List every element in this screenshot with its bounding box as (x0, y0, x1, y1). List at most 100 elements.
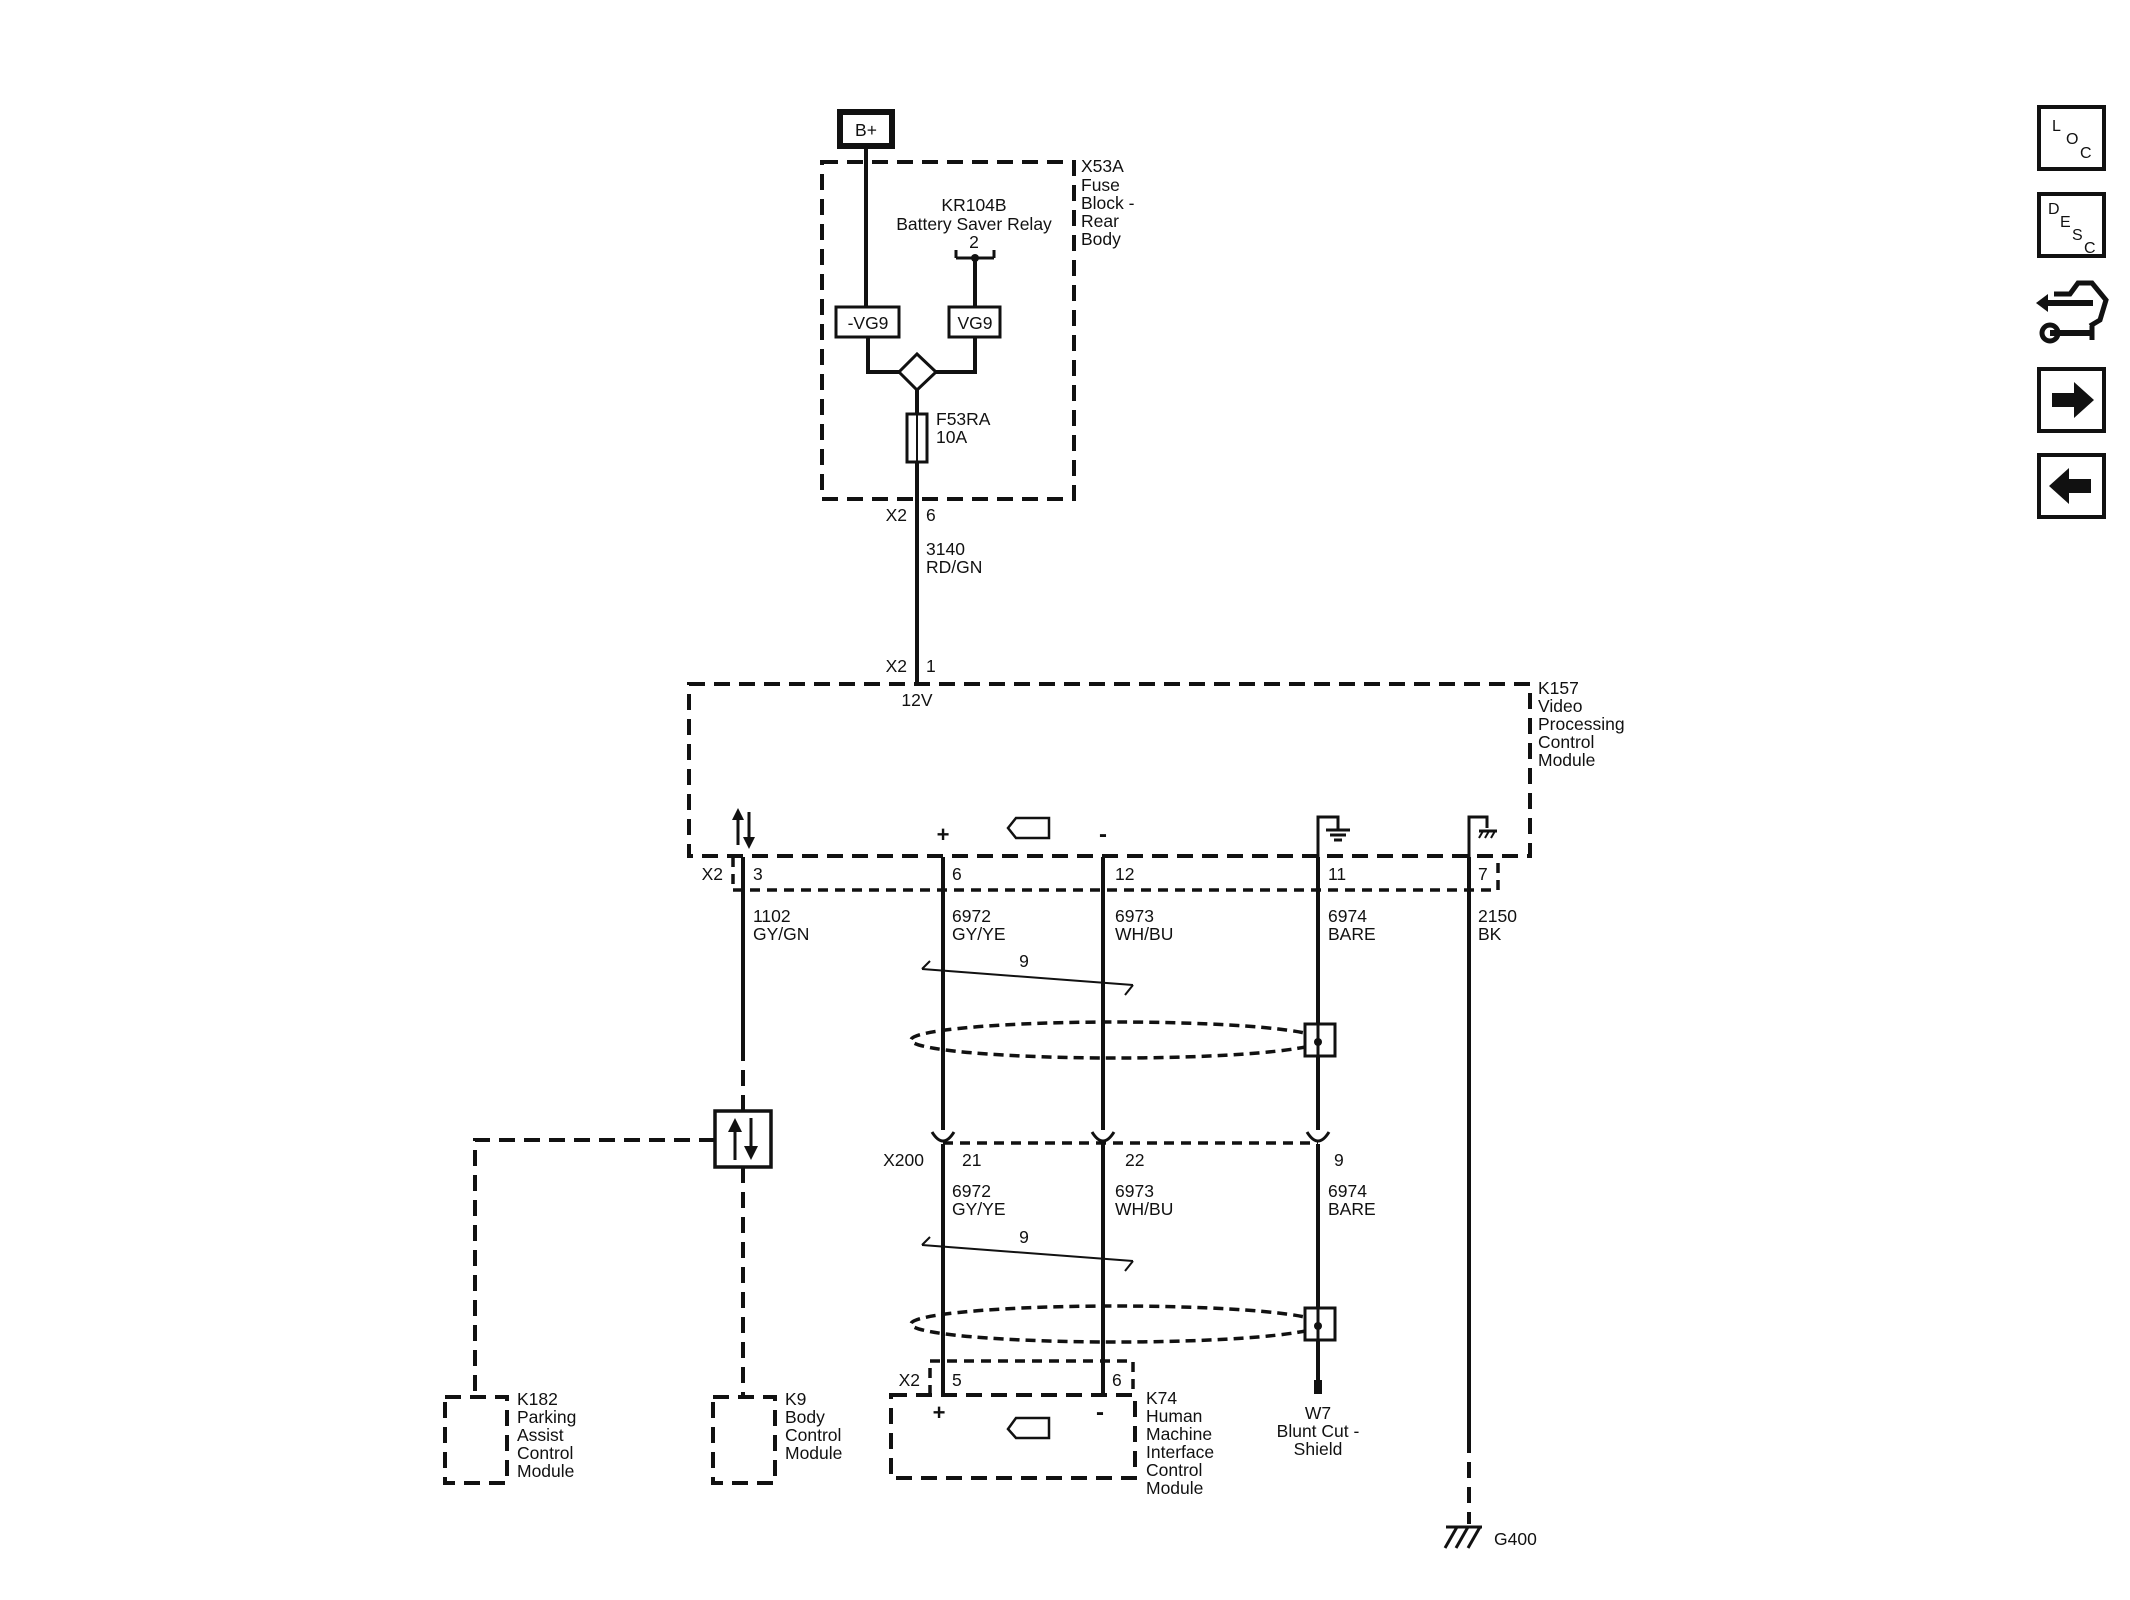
k74-video-icon (1006, 1416, 1051, 1440)
g400-ground-icon (1443, 1525, 1482, 1549)
wire-6973-upper-circuit: 6973 (1115, 906, 1154, 926)
back-arrow-icon (2049, 468, 2091, 504)
description-button[interactable]: D E S C (2037, 192, 2106, 258)
k157-connector-strip (733, 857, 1500, 892)
desc-letter-e: E (2060, 214, 2071, 231)
k157-desc-3: Control (1538, 732, 1594, 752)
k157-power-connector: X2 (886, 656, 907, 676)
wire-6972-lower-color: GY/YE (952, 1199, 1006, 1219)
fuse-block-desc-3: Rear (1081, 211, 1119, 231)
k157-pin-3: 3 (753, 864, 763, 884)
k157-power-pin: 1 (926, 656, 936, 676)
shield-drain-box-upper (1303, 1022, 1337, 1058)
twist-marker-lower-tick-left (921, 1236, 931, 1246)
x200-name: X200 (883, 1150, 924, 1170)
power-wire-color: RD/GN (926, 557, 982, 577)
k9-label: K9 Body Control Module (785, 1389, 842, 1463)
k74-connector-strip (928, 1359, 1135, 1395)
k74-pin-6: 6 (1112, 1370, 1122, 1390)
forward-arrow-icon (2052, 382, 2094, 418)
k182-outline (443, 1395, 509, 1485)
serial-data-to-k182 (473, 1138, 715, 1396)
top-connector-pin: 6 (926, 505, 936, 525)
shield-desc-2: Shield (1294, 1439, 1343, 1459)
k157-connector-name: X2 (702, 864, 723, 884)
k157-desc-1: Video (1538, 696, 1582, 716)
k9-name: K9 (785, 1389, 806, 1409)
fuse-block-desc-4: Body (1081, 229, 1121, 249)
loc-letter-c: C (2080, 145, 2092, 162)
video-signal-icon (1006, 816, 1051, 840)
k182-desc-3: Control (517, 1443, 573, 1463)
fuse-block-name: X53A (1081, 156, 1124, 176)
k157-label: K157 Video Processing Control Module (1538, 678, 1625, 770)
relay-vg9-box: VG9 (947, 305, 1002, 339)
twist-marker-lower (921, 1244, 1134, 1262)
power-wire-circuit: 3140 (926, 539, 965, 559)
k157-name: K157 (1538, 678, 1579, 698)
k9-desc-1: Body (785, 1407, 825, 1427)
wire-6974-lower-circuit: 6974 (1328, 1181, 1367, 1201)
x200-pin-9 (1305, 1131, 1331, 1143)
wire-6974-upper-circuit: 6974 (1328, 906, 1367, 926)
wire-6972-upper-color: GY/YE (952, 924, 1006, 944)
k157-minus-sign: - (1099, 821, 1107, 848)
k74-pin-5: 5 (952, 1370, 962, 1390)
wire-6973-lower-color: WH/BU (1115, 1199, 1173, 1219)
k157-pin-12: 12 (1115, 864, 1134, 884)
desc-letter-d: D (2048, 201, 2060, 218)
relay-right-lead (936, 337, 977, 374)
k182-label: K182 Parking Assist Control Module (517, 1389, 576, 1481)
shield-ellipse-lower (909, 1304, 1323, 1344)
desc-letter-s: S (2072, 227, 2083, 244)
relay-contact-symbol (954, 250, 996, 308)
relay-name: KR104B (941, 195, 1006, 215)
desc-letter-c: C (2084, 240, 2096, 257)
k182-desc-4: Module (517, 1461, 574, 1481)
k157-plus-sign: + (937, 822, 950, 847)
k157-desc-2: Processing (1538, 714, 1625, 734)
serial-data-icon (732, 808, 755, 849)
twist-count-upper: 9 (1019, 951, 1029, 971)
k9-desc-2: Control (785, 1425, 841, 1445)
k74-plus-sign: + (933, 1400, 946, 1425)
k157-desc-4: Module (1538, 750, 1595, 770)
relay-vg9-label: VG9 (957, 313, 992, 333)
g400-label: G400 (1494, 1529, 1537, 1549)
battery-terminal: B+ (837, 109, 895, 149)
wire-6974-lower-color: BARE (1328, 1199, 1376, 1219)
wire-1102-circuit: 1102 (753, 906, 791, 926)
k182-name: K182 (517, 1389, 558, 1409)
x200-pin-21 (930, 1131, 956, 1143)
k74-desc-5: Module (1146, 1478, 1203, 1498)
k157-ground-symbol (1316, 815, 1350, 857)
wire-6973-lower-circuit: 6973 (1115, 1181, 1154, 1201)
relay-pin: 2 (969, 232, 979, 252)
relay-minus-vg9-label: -VG9 (848, 313, 889, 333)
back-arrow-button[interactable] (2037, 453, 2106, 519)
k74-connector-name: X2 (899, 1370, 920, 1390)
k157-chassis-ground-symbol (1467, 815, 1497, 857)
x200-pin-9-label: 9 (1334, 1150, 1344, 1170)
wire-6974-upper-color: BARE (1328, 924, 1376, 944)
fuse-name: F53RA (936, 409, 991, 429)
splice-diamond (896, 351, 939, 393)
k157-pin-11: 11 (1328, 864, 1346, 884)
battery-label: B+ (855, 120, 877, 140)
fuse-block-desc-2: Block - (1081, 193, 1135, 213)
k157-pin-6: 6 (952, 864, 962, 884)
k182-desc-1: Parking (517, 1407, 576, 1427)
forward-arrow-button[interactable] (2037, 367, 2106, 433)
k157-outline (687, 682, 1532, 858)
location-button[interactable]: L O C (2037, 105, 2106, 171)
fuse-rating: 10A (936, 427, 967, 447)
fuse-block-label: X53A Fuse Block - Rear Body (1081, 156, 1135, 249)
k74-desc-3: Interface (1146, 1442, 1214, 1462)
twist-marker-upper-tick-right (1124, 984, 1134, 996)
diagnostics-wrench-icon[interactable] (2036, 280, 2109, 344)
x200-pin-22 (1090, 1131, 1116, 1143)
fuse-block-desc-1: Fuse (1081, 175, 1120, 195)
wire-6973-upper-color: WH/BU (1115, 924, 1173, 944)
